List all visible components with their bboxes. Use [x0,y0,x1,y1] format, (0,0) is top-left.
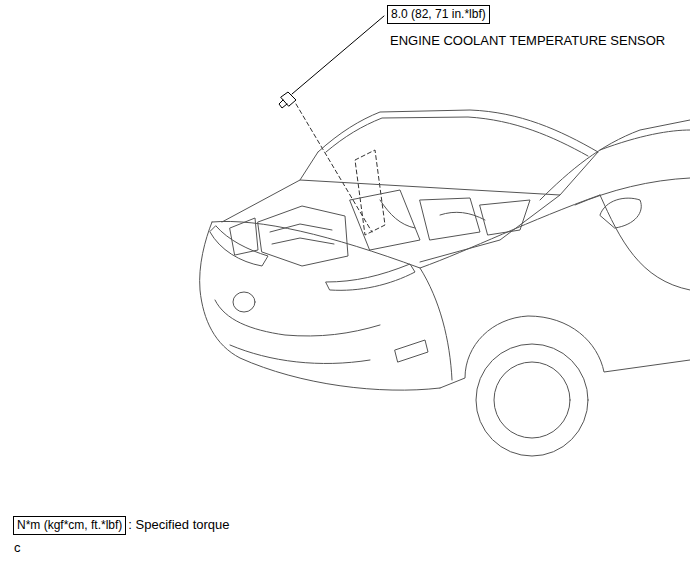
engine-part [230,218,258,255]
body-line [600,195,690,290]
engine-cover [270,224,334,244]
sensor-symbol [281,92,296,106]
body-line [575,178,690,205]
body-line [540,120,690,200]
hood [326,117,588,156]
figure-code: c [14,540,21,556]
engine-bay [222,180,560,262]
hood [318,110,598,152]
legend-text: : Specified torque [128,517,229,533]
hose [380,200,485,228]
body-line [420,268,452,380]
emblem [233,292,255,312]
body-line [600,130,690,150]
part-name: ENGINE COOLANT TEMPERATURE SENSOR [390,33,665,49]
legend-box: N*m (kgf*cm, ft.*lbf) [13,516,126,535]
sensor-symbol [279,100,287,108]
engine-cover [258,206,348,266]
fog-light [395,340,428,362]
grille [215,300,380,336]
torque-value: 8.0 (82, 71 in.*lbf) [391,7,486,22]
torque-box: 8.0 (82, 71 in.*lbf) [387,5,490,24]
body-line [200,222,440,390]
engine-part [350,190,420,250]
body-line [440,316,690,388]
mirror [600,198,641,228]
engine-part [420,198,480,240]
headlight [326,264,415,290]
dashed-box [355,150,385,235]
wheel [476,344,588,456]
wheel [494,362,570,438]
torque-value: N*m (kgf*cm, ft.*lbf) [17,518,122,533]
engine-part [480,200,530,235]
grille [230,345,370,364]
leader-line [292,16,384,94]
